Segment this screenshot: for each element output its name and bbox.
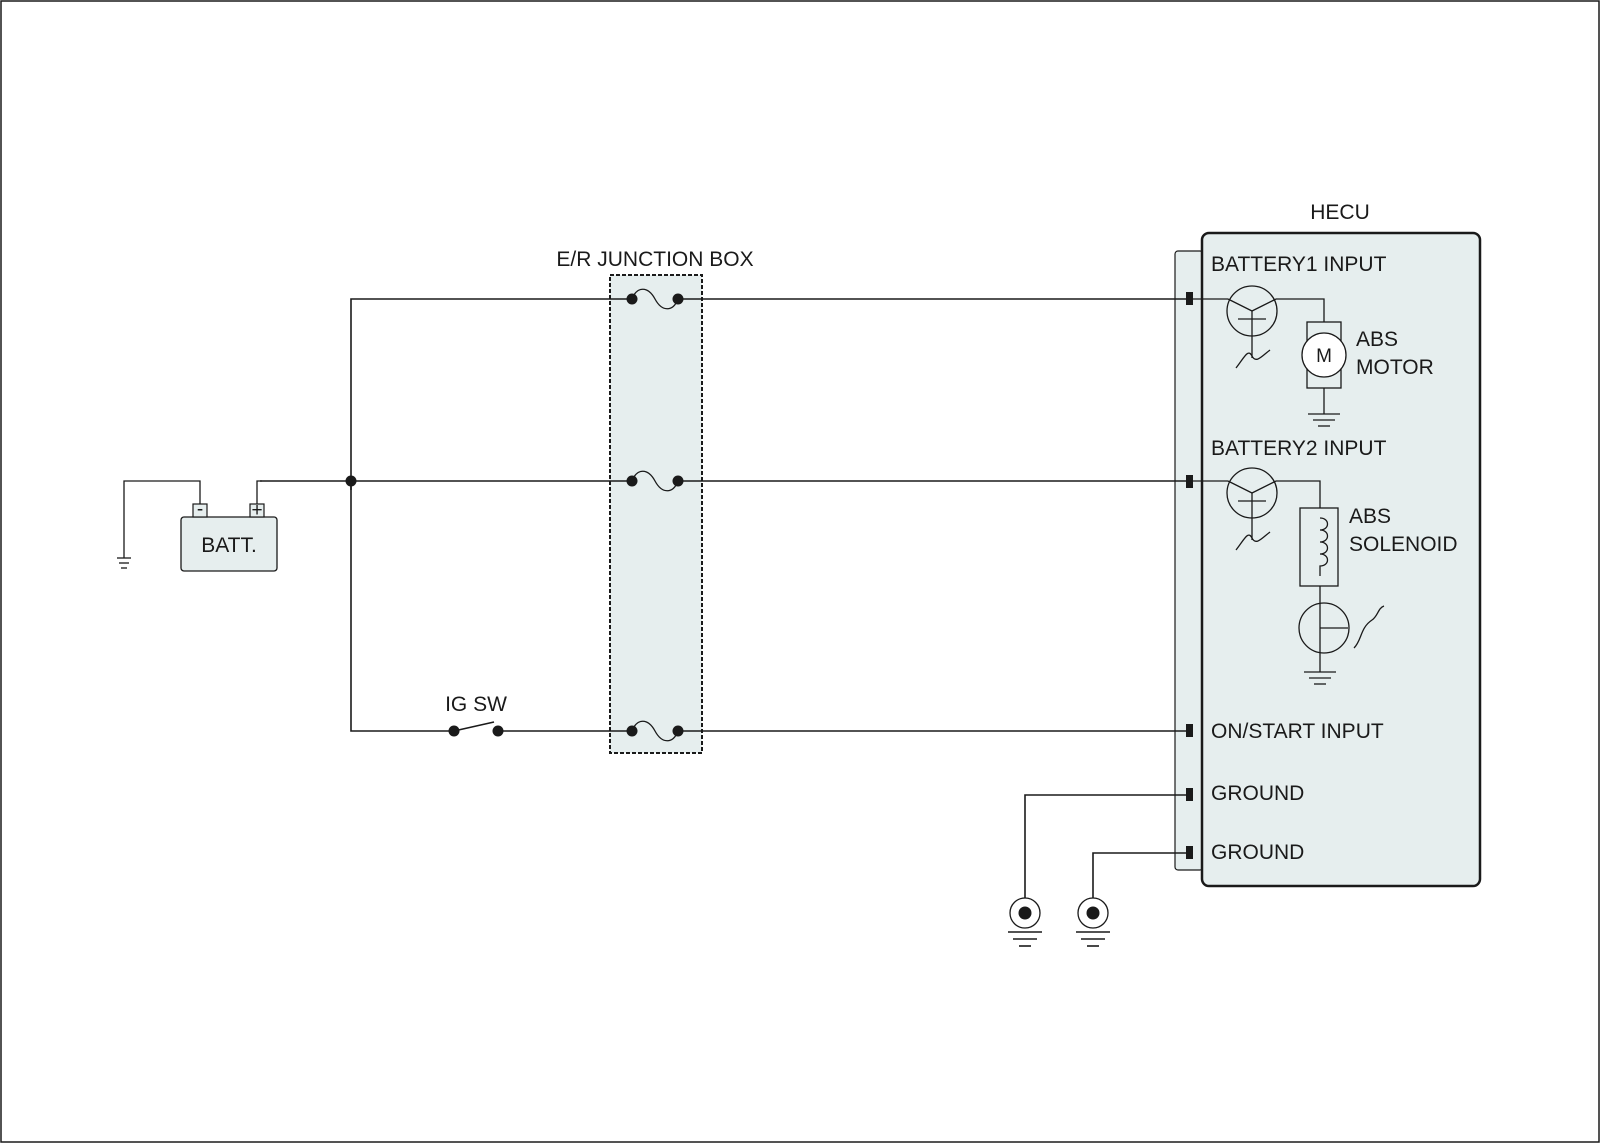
ignition-switch: IG SW xyxy=(445,693,507,737)
pin-label-ground-1: GROUND xyxy=(1211,782,1304,805)
ig-switch-label: IG SW xyxy=(445,693,507,716)
svg-text:ABS: ABS xyxy=(1356,328,1398,351)
chassis-ground-2 xyxy=(1076,897,1110,947)
solenoid-coil-icon xyxy=(1319,517,1329,576)
junction-box-body xyxy=(609,274,703,754)
pin-terminal-ground-2 xyxy=(1186,846,1193,859)
svg-text:M: M xyxy=(1316,346,1332,367)
battery-body xyxy=(180,516,278,572)
pin-label-battery1-input: BATTERY1 INPUT xyxy=(1211,253,1387,276)
wiring xyxy=(260,298,1186,898)
junction-box-title: E/R JUNCTION BOX xyxy=(556,248,753,271)
pin-terminal-battery1 xyxy=(1186,292,1193,305)
pin-label-on-start-input: ON/START INPUT xyxy=(1211,720,1384,743)
hecu-title: HECU xyxy=(1310,201,1370,224)
motor-icon xyxy=(1301,332,1347,378)
ground-icon xyxy=(1308,413,1340,427)
transistor-icon xyxy=(1298,602,1350,654)
pin-label-ground-2: GROUND xyxy=(1211,841,1304,864)
hecu-module: HECU BATTERY1 INPUT BATTERY2 INPUT ON/ST… xyxy=(1174,201,1482,888)
pin-terminal-on-start xyxy=(1186,724,1193,737)
battery-label: BATT. xyxy=(201,534,257,557)
pin-label-battery2-input: BATTERY2 INPUT xyxy=(1211,437,1387,460)
ground-icon xyxy=(117,557,131,569)
junction-box: E/R JUNCTION BOX xyxy=(556,248,754,754)
svg-text:ABS: ABS xyxy=(1349,505,1391,528)
hecu-connector-strip xyxy=(1174,250,1204,871)
svg-text:+: + xyxy=(251,500,262,521)
abs-motor-circuit: M ABS MOTOR xyxy=(1193,285,1434,427)
svg-text:SOLENOID: SOLENOID xyxy=(1349,533,1458,556)
svg-text:MOTOR: MOTOR xyxy=(1356,356,1434,379)
splice-point xyxy=(345,475,357,487)
abs-solenoid-circuit: ABS SOLENOID xyxy=(1193,467,1458,685)
pin-terminal-battery2 xyxy=(1186,475,1193,488)
ground-icon xyxy=(1304,671,1336,685)
battery: - + BATT. xyxy=(117,480,278,572)
chassis-ground-1 xyxy=(1008,897,1042,947)
svg-text:-: - xyxy=(197,499,203,520)
hecu-body xyxy=(1200,231,1482,888)
pin-terminal-ground-1 xyxy=(1186,788,1193,801)
